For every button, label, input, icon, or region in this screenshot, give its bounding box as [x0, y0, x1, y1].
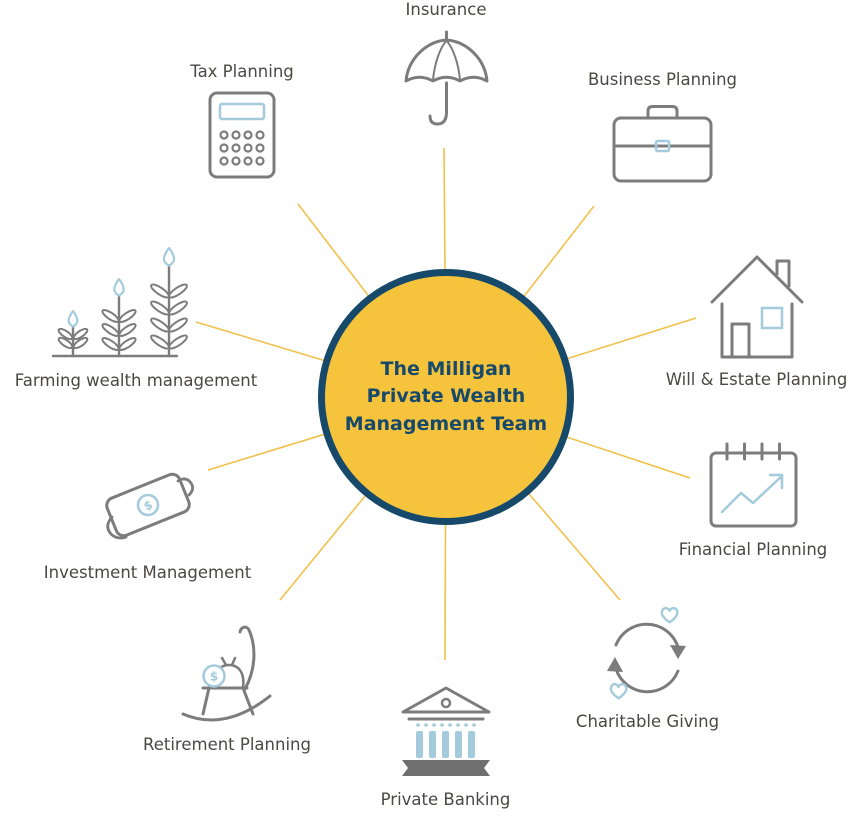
- hub-title-line2: Private Wealth: [366, 385, 526, 408]
- cash-handshake-icon-svg: $: [104, 472, 194, 540]
- node-tax-planning: Tax Planning: [172, 62, 312, 180]
- calendar-chart-icon: [706, 440, 801, 532]
- rocking-chair-icon: $: [177, 615, 277, 727]
- briefcase-icon-svg: [612, 104, 713, 183]
- calculator-icon-svg: [208, 91, 276, 179]
- dollar-symbol: $: [210, 670, 218, 684]
- bank-icon: [396, 684, 496, 782]
- hub-circle: The Milligan Private Wealth Management T…: [318, 269, 574, 525]
- calculator-icon: [206, 90, 278, 180]
- crops-icon: [49, 238, 224, 363]
- hub-title-line1: The Milligan: [380, 357, 512, 380]
- node-private-banking-label: Private Banking: [380, 790, 511, 809]
- node-charitable-giving-label: Charitable Giving: [575, 712, 720, 731]
- cycle-hearts-icon-svg: [607, 606, 686, 700]
- node-insurance: Insurance: [386, 0, 506, 133]
- umbrella-icon: [399, 28, 494, 133]
- hub-title-line3: Management Team: [344, 412, 548, 435]
- calendar-chart-icon-svg: [709, 442, 797, 528]
- node-tax-planning-label: Tax Planning: [190, 62, 294, 81]
- node-charitable-giving: Charitable Giving: [570, 604, 725, 732]
- node-financial-planning-label: Financial Planning: [678, 540, 828, 559]
- node-insurance-label: Insurance: [405, 0, 487, 19]
- node-farming-wealth-management: Farming wealth management: [12, 238, 260, 391]
- node-business-planning: Business Planning: [580, 70, 745, 186]
- cycle-hearts-icon: [600, 604, 695, 704]
- node-business-planning-label: Business Planning: [587, 70, 738, 89]
- node-retirement-planning: $ Retirement Planning: [138, 615, 316, 755]
- hub-title: The Milligan Private Wealth Management T…: [345, 356, 547, 439]
- node-retirement-planning-label: Retirement Planning: [143, 735, 311, 754]
- crops-icon-svg: [51, 246, 188, 358]
- node-will-estate-planning: Will & Estate Planning: [658, 240, 855, 390]
- rocking-chair-icon-svg: $: [181, 625, 272, 722]
- node-farming-wealth-management-label: Farming wealth management: [14, 371, 258, 390]
- node-private-banking: Private Banking: [368, 684, 523, 810]
- node-will-estate-planning-label: Will & Estate Planning: [665, 370, 848, 389]
- briefcase-icon: [610, 98, 715, 186]
- node-financial-planning: Financial Planning: [668, 440, 838, 560]
- dollar-symbol: $: [141, 497, 154, 513]
- house-icon-svg: [710, 255, 803, 359]
- bank-icon-svg: [401, 686, 490, 776]
- node-investment-management-label: Investment Management: [43, 563, 252, 582]
- node-investment-management: $ Investment Management: [44, 455, 251, 583]
- cash-handshake-icon: $: [92, 455, 204, 555]
- house-icon: [707, 240, 807, 362]
- umbrella-icon-svg: [404, 30, 488, 126]
